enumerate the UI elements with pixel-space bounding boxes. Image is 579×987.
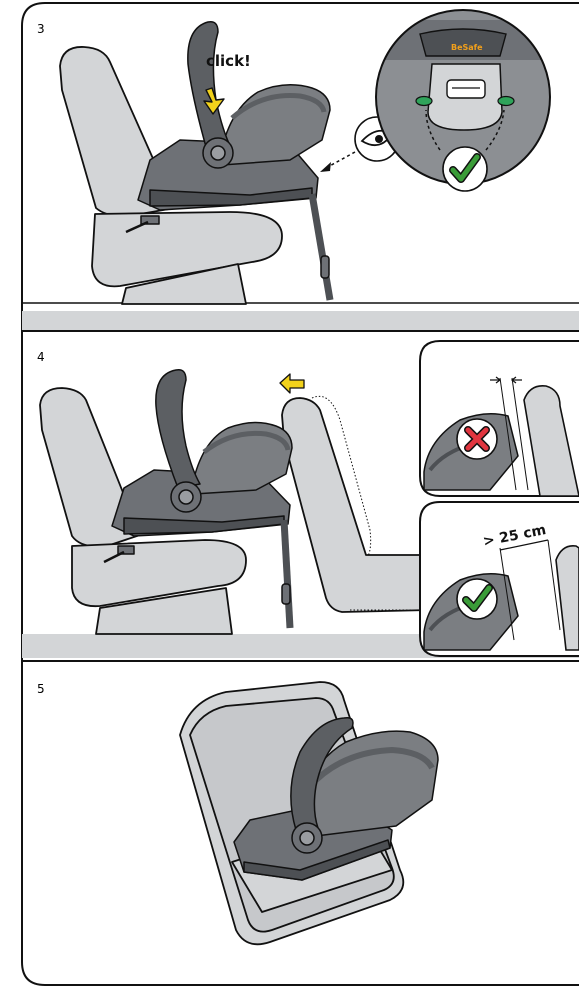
step-number-4: 4 <box>37 350 45 364</box>
cross-icon <box>457 419 497 459</box>
brand-logo: BeSafe <box>451 43 483 52</box>
step-number-3: 3 <box>37 22 45 36</box>
clearance-correct-detail: > 25 cm <box>420 502 579 656</box>
check-icon <box>443 147 487 191</box>
panel-step-5 <box>180 682 438 944</box>
indicator-left <box>416 97 432 106</box>
panel-step-3: click! BeS <box>22 8 579 331</box>
indicator-right <box>498 97 514 106</box>
check-icon <box>457 579 497 619</box>
step-number-5: 5 <box>37 682 45 696</box>
front-seat <box>282 398 430 612</box>
click-callout: click! <box>206 52 251 70</box>
arrow-left-icon <box>280 374 304 393</box>
clearance-wrong-detail <box>420 341 579 496</box>
panel-step-4: > 25 cm <box>22 341 579 658</box>
floor-band <box>22 311 579 331</box>
